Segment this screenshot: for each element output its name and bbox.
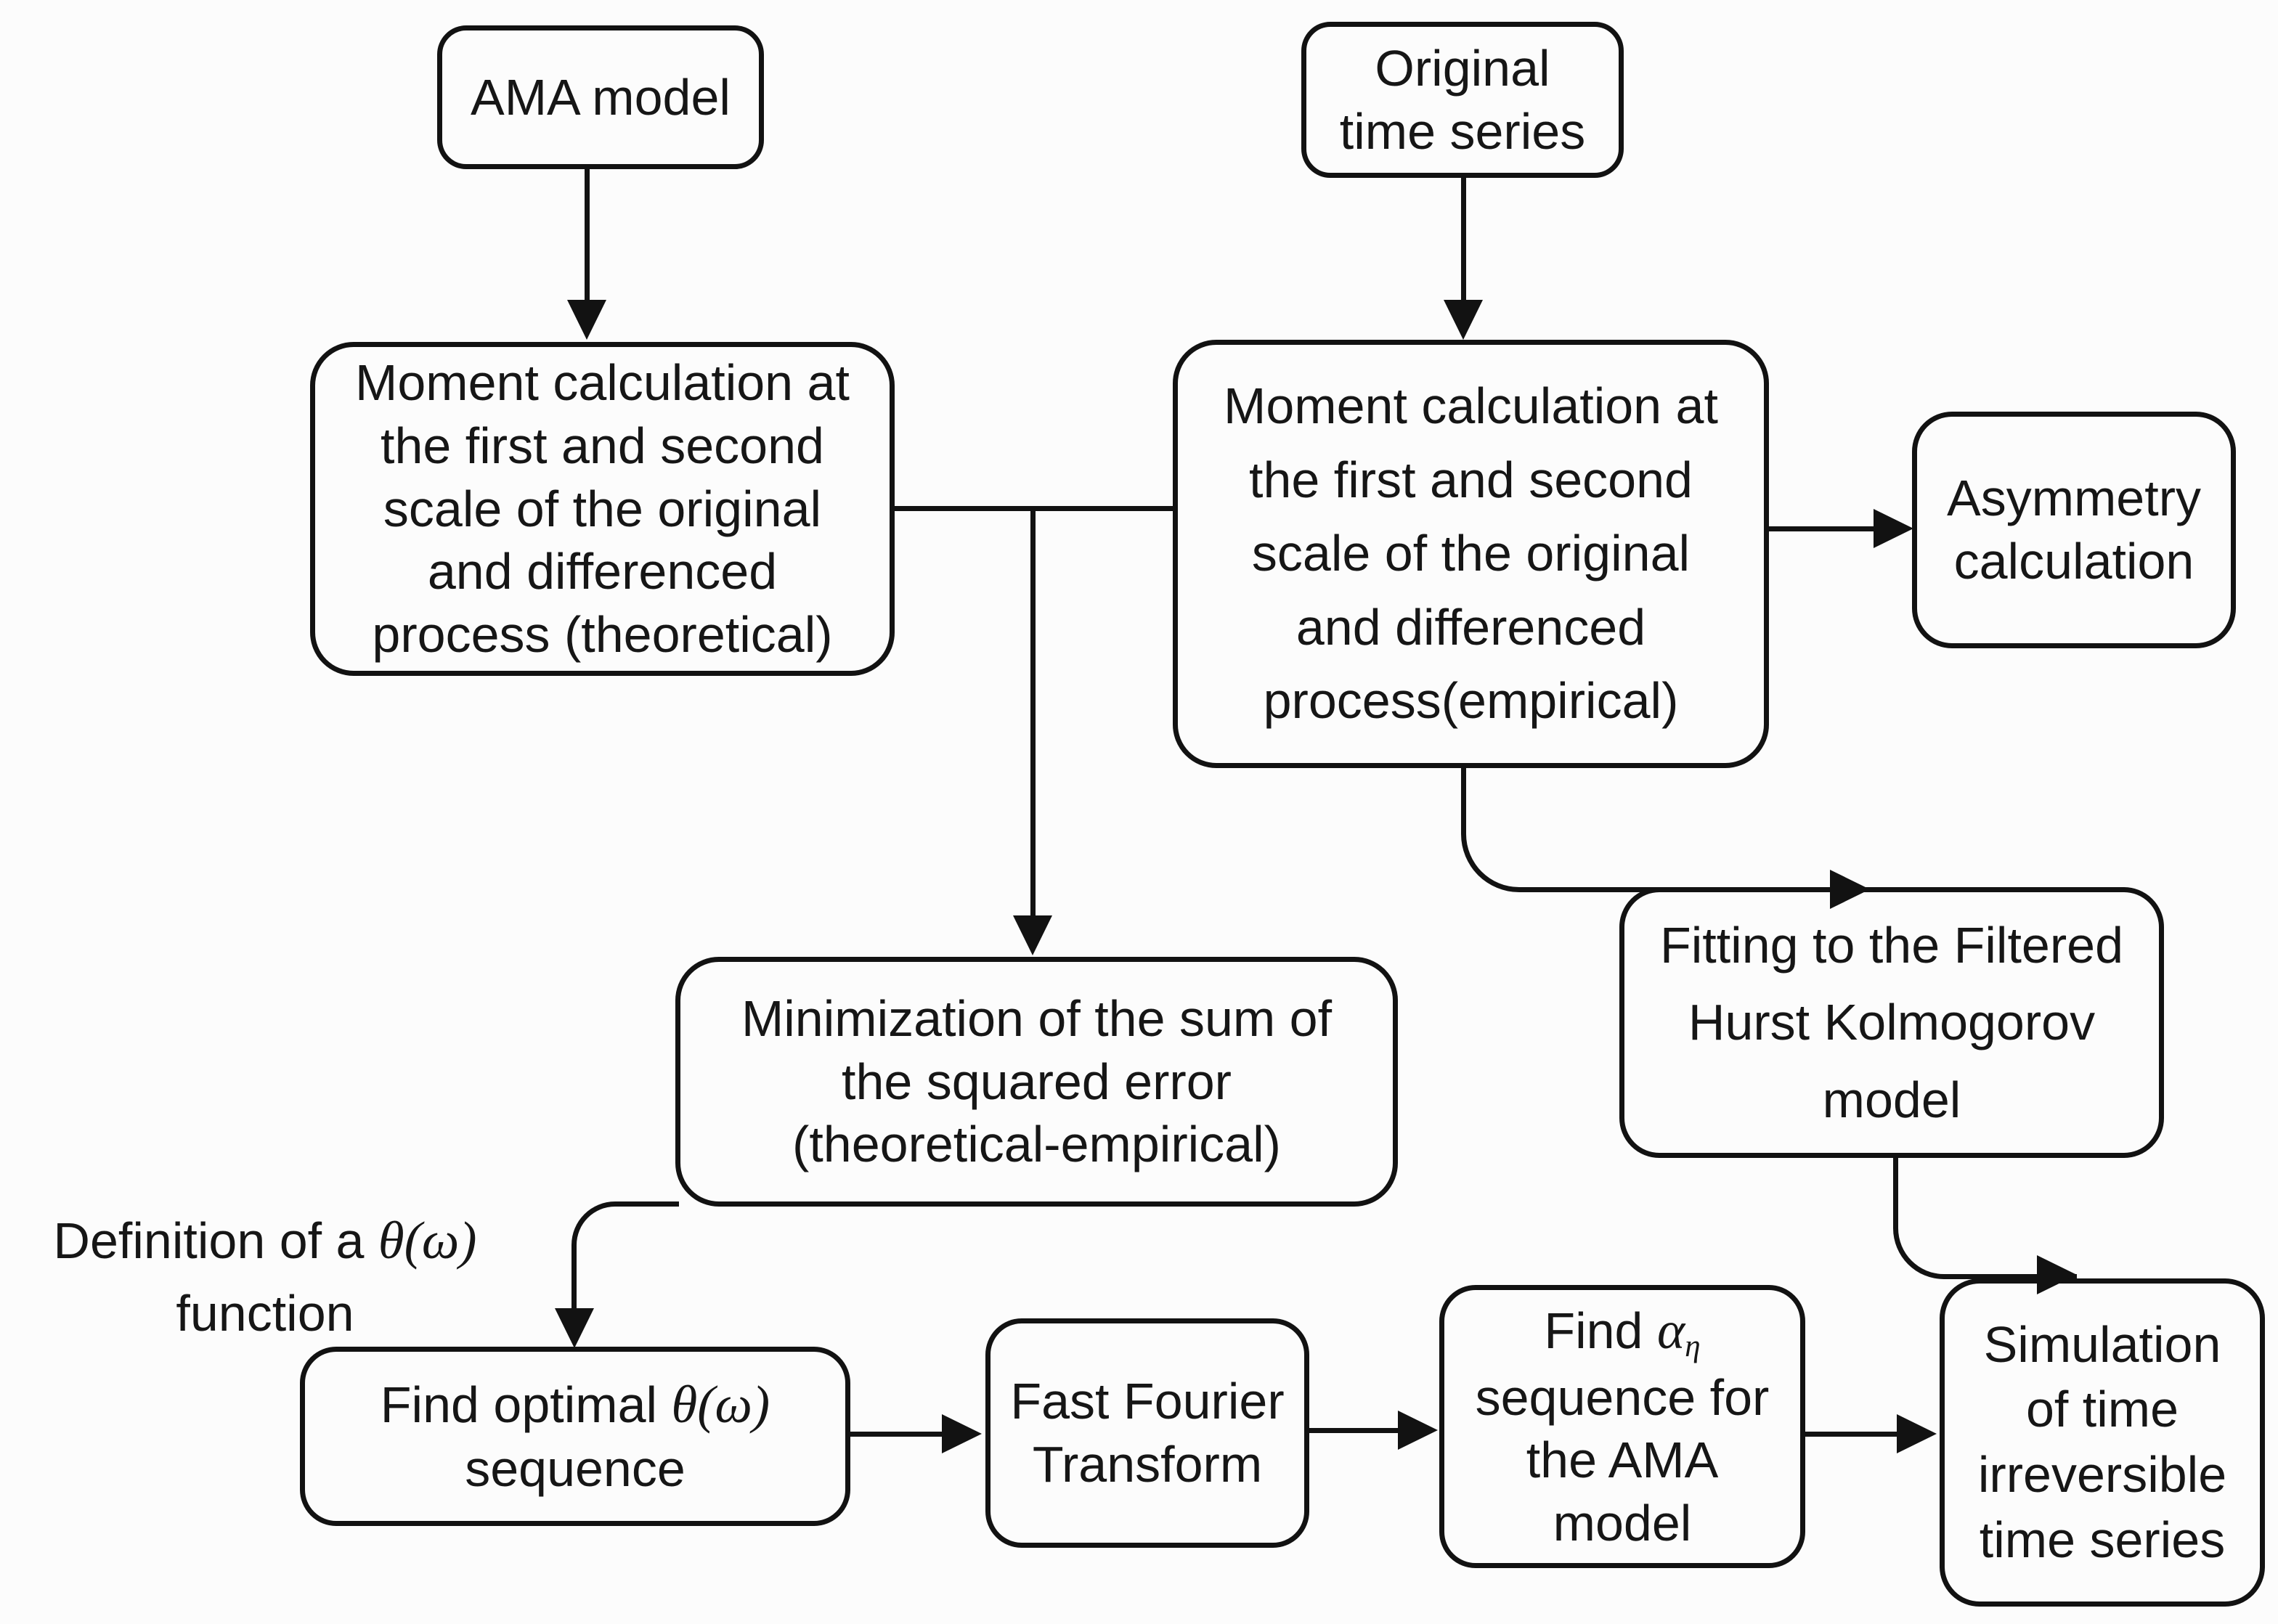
- eta-subscript-symbol: η: [1685, 1328, 1701, 1363]
- alpha-symbol: α: [1656, 1300, 1685, 1360]
- find-optimal-text: Find optimal: [380, 1376, 672, 1433]
- find-optimal-line2: sequence: [465, 1440, 686, 1498]
- node-simulation: Simulation of time irreversible time ser…: [1940, 1278, 2265, 1607]
- node-moment-theoretical-label: Moment calculation at the first and seco…: [355, 354, 850, 664]
- connector-junction-to-minimization: [1030, 508, 1036, 917]
- node-moment-empirical: Moment calculation at the first and seco…: [1173, 340, 1769, 768]
- definition-label-text: Definition of a: [53, 1212, 378, 1269]
- connector-series-to-empirical: [1461, 178, 1466, 301]
- node-simulation-label: Simulation of time irreversible time ser…: [1977, 1315, 2227, 1568]
- node-moment-theoretical: Moment calculation at the first and seco…: [310, 342, 895, 676]
- connector-find-optimal-to-fft: [850, 1432, 948, 1437]
- arrowhead-fitting-to-simulation: [2037, 1255, 2077, 1294]
- arrowhead-minimization-to-find-optimal: [555, 1308, 594, 1348]
- node-original-time-series-label: Original time series: [1339, 39, 1586, 160]
- node-find-alpha-sequence-label: Find αη sequence for the AMA model: [1444, 1298, 1800, 1555]
- node-fitting-fhk-label: Fitting to the Filtered Hurst Kolmogorov…: [1659, 916, 2124, 1128]
- arrowhead-ama-to-theoretical: [567, 300, 606, 340]
- arrowhead-fft-to-find-alpha: [1398, 1411, 1438, 1450]
- connector-ama-to-theoretical: [585, 169, 590, 301]
- node-ama-model: AMA model: [437, 25, 764, 169]
- arrowhead-find-optimal-to-fft: [942, 1414, 982, 1453]
- connector-empirical-to-asymmetry: [1769, 526, 1874, 531]
- node-original-time-series: Original time series: [1301, 22, 1624, 178]
- node-fast-fourier-transform-label: Fast Fourier Transform: [1010, 1373, 1285, 1493]
- node-minimization: Minimization of the sum of the squared e…: [675, 957, 1398, 1207]
- arrowhead-find-alpha-to-simulation: [1897, 1414, 1937, 1453]
- find-alpha-text: Find: [1544, 1302, 1657, 1359]
- node-fast-fourier-transform: Fast Fourier Transform: [985, 1318, 1309, 1548]
- definition-label-line2: function: [176, 1284, 354, 1342]
- node-ama-model-label: AMA model: [471, 68, 731, 126]
- node-fitting-fhk: Fitting to the Filtered Hurst Kolmogorov…: [1619, 887, 2164, 1158]
- node-find-optimal-sequence-label: Find optimal θ(ω) sequence: [305, 1372, 845, 1501]
- node-find-optimal-sequence: Find optimal θ(ω) sequence: [300, 1347, 850, 1526]
- arrowhead-empirical-to-fitting: [1830, 870, 1870, 909]
- arrowhead-junction-to-minimization: [1013, 915, 1052, 955]
- node-minimization-label: Minimization of the sum of the squared e…: [741, 990, 1333, 1173]
- arrowhead-empirical-to-asymmetry: [1874, 509, 1913, 548]
- node-asymmetry-calculation-label: Asymmetry calculation: [1947, 470, 2201, 589]
- node-find-alpha-sequence: Find αη sequence for the AMA model: [1439, 1285, 1805, 1568]
- definition-theta-omega-symbol: θ(ω): [378, 1211, 477, 1270]
- connector-find-alpha-to-simulation: [1805, 1432, 1900, 1437]
- node-moment-empirical-label: Moment calculation at the first and seco…: [1224, 378, 1718, 730]
- connector-minimization-to-find-optimal: [571, 1201, 679, 1312]
- label-definition-theta-function: Definition of a θ(ω) function: [7, 1204, 523, 1349]
- connector-fitting-to-simulation: [1893, 1158, 2077, 1279]
- connector-fft-to-find-alpha: [1309, 1428, 1400, 1433]
- node-asymmetry-calculation: Asymmetry calculation: [1912, 412, 2236, 648]
- arrowhead-series-to-empirical: [1444, 300, 1483, 340]
- connector-empirical-to-fitting: [1461, 768, 1870, 892]
- theta-omega-symbol: θ(ω): [671, 1374, 770, 1434]
- find-alpha-rest: sequence for the AMA model: [1475, 1368, 1770, 1552]
